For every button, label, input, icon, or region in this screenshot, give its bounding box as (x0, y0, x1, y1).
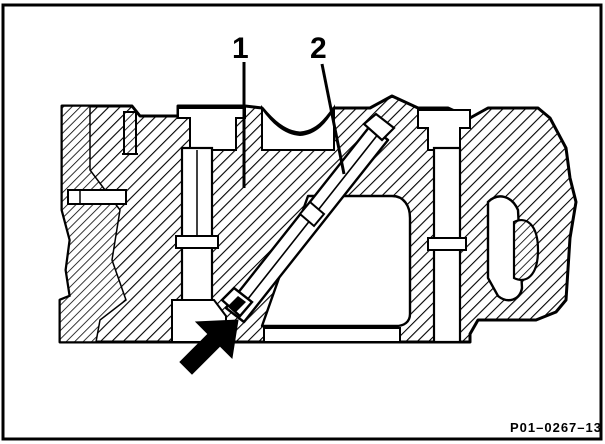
callout-2-leader (320, 63, 346, 175)
tube-collar (298, 200, 326, 228)
callout-2-label: 2 (310, 32, 327, 65)
valve-guide-left-seat (175, 235, 219, 249)
tube-bottom-fitting-inner (228, 296, 246, 312)
left-dowel (67, 189, 127, 205)
insertion-arrow (179, 319, 239, 375)
left-web (59, 105, 127, 343)
combustion-recess (263, 327, 401, 343)
callout-1-label: 1 (232, 32, 249, 65)
oil-drilling-centre (235, 132, 380, 315)
figure-code: P01–0267–13 (510, 420, 602, 435)
valve-guide-right-seat (427, 237, 467, 251)
top-bolt (123, 111, 137, 155)
tube-head (362, 112, 396, 142)
right-plug (512, 219, 540, 281)
camshaft-bore (261, 104, 335, 151)
